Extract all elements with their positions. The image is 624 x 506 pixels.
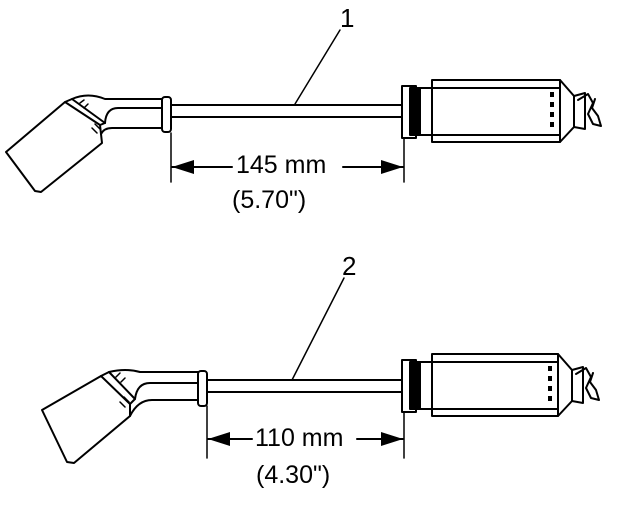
bottom-terminal-boot [41, 371, 136, 464]
top-dimension-line [170, 132, 405, 183]
callout-2: 2 [342, 251, 357, 281]
bottom-collar [197, 370, 208, 407]
assembly-bottom [41, 277, 600, 464]
top-dimension-arrow-left [172, 160, 194, 174]
assembly-top [5, 29, 602, 193]
bottom-dimension-arrow-left [208, 432, 230, 446]
top-collar [161, 96, 172, 133]
top-length-metric: 145 mm [236, 151, 327, 179]
bottom-length-metric: 110 mm [255, 424, 344, 452]
top-dimension-arrow-right [381, 160, 403, 174]
bottom-length-imperial: (4.30") [256, 461, 331, 489]
bottom-dimension-line [206, 405, 405, 459]
top-leader-line [294, 29, 341, 105]
callout-1: 1 [340, 3, 355, 33]
top-probe-rod [170, 104, 405, 118]
bottom-sensor-vents [548, 366, 552, 401]
top-length-imperial: (5.70") [232, 186, 307, 214]
top-terminal-boot [5, 98, 106, 193]
top-sensor-head [401, 79, 602, 143]
bottom-neck [108, 369, 199, 417]
bottom-leader-line [291, 277, 345, 381]
bottom-probe-rod [206, 379, 405, 393]
top-neck [71, 94, 163, 135]
bottom-sensor-head [401, 353, 600, 417]
bottom-dimension-arrow-right [381, 432, 403, 446]
top-sensor-vents [550, 92, 554, 127]
